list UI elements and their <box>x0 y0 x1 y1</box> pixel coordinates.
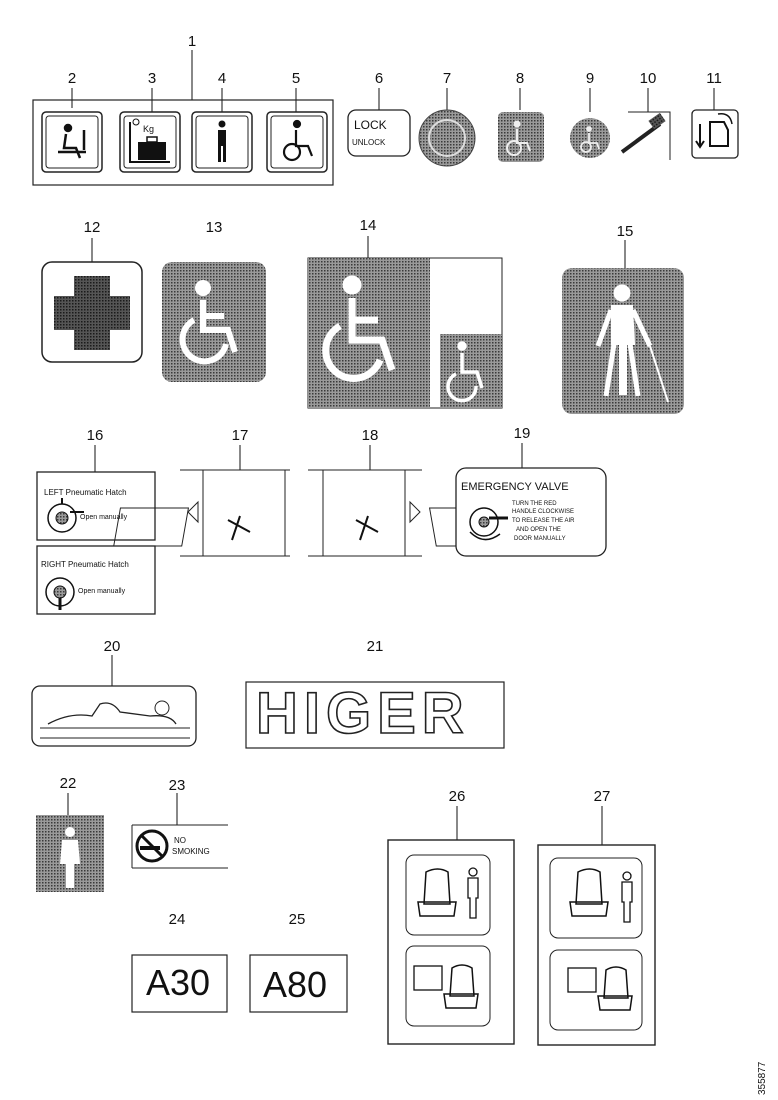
valve-instruction-1: TURN THE RED <box>512 501 557 507</box>
no-smoking-line-2: SMOKING <box>172 847 210 856</box>
left-open-manually: Open manually <box>80 514 128 521</box>
callout-24: 24 <box>168 911 186 928</box>
callout-6: 6 <box>374 70 384 87</box>
valve-instruction-3: TO RELEASE THE AIR <box>512 518 575 524</box>
sign-panel-1 <box>32 99 334 186</box>
no-smoking-line-1: NO <box>174 836 186 845</box>
pneumatic-hatch-signs <box>36 471 156 615</box>
round-emblem-sign <box>418 109 476 167</box>
callout-12: 12 <box>83 219 101 236</box>
callout-17: 17 <box>231 427 249 444</box>
emergency-hammer-sign-left <box>113 469 290 557</box>
callout-16: 16 <box>86 427 104 444</box>
emergency-valve-sign <box>455 467 607 557</box>
brand-badge <box>245 681 505 749</box>
callout-10: 10 <box>639 70 657 87</box>
wheelchair-large-sign <box>162 262 266 382</box>
callout-13: 13 <box>205 219 223 236</box>
callout-7: 7 <box>442 70 452 87</box>
lock-label: LOCK <box>354 118 387 132</box>
code-plates <box>131 954 348 1013</box>
callout-4: 4 <box>217 70 227 87</box>
callout-8: 8 <box>515 70 525 87</box>
sleeping-person-sign <box>31 685 197 747</box>
unlock-label: UNLOCK <box>352 138 386 147</box>
hammer-sign <box>620 111 671 160</box>
wheelchair-small-sign <box>498 112 544 162</box>
seated-person-icon <box>58 123 86 159</box>
code-plate-25: A80 <box>263 964 328 1005</box>
callout-11: 11 <box>706 70 722 87</box>
valve-instruction-4: AND OPEN THE <box>516 527 561 533</box>
callout-5: 5 <box>291 70 301 87</box>
callout-2: 2 <box>67 70 77 87</box>
callout-20: 20 <box>103 638 121 655</box>
callout-15: 15 <box>616 223 634 240</box>
callout-19: 19 <box>513 425 531 442</box>
callout-14: 14 <box>359 217 377 234</box>
drawing-id: 355877 <box>757 1061 768 1095</box>
valve-instruction-2: HANDLE CLOCKWISE <box>512 509 575 515</box>
callout-25: 25 <box>288 911 306 928</box>
code-plate-24: A30 <box>146 962 211 1003</box>
first-aid-cross-sign <box>41 261 143 363</box>
callout-26: 26 <box>448 788 466 805</box>
wheelchair-round-sign <box>570 118 610 158</box>
callout-1: 1 <box>187 33 197 50</box>
callout-27: 27 <box>593 788 611 805</box>
luggage-icon <box>129 118 170 163</box>
right-hatch-label: RIGHT Pneumatic Hatch <box>41 560 129 569</box>
callout-21: 21 <box>366 638 384 655</box>
callout-3: 3 <box>147 70 157 87</box>
standing-person-icon <box>218 120 226 162</box>
wheelchair-icon <box>282 119 314 162</box>
seat-priority-sign-27 <box>537 844 656 1046</box>
wheelchair-double-sign <box>307 257 503 409</box>
callout-22: 22 <box>59 775 77 792</box>
callout-9: 9 <box>585 70 595 87</box>
lock-unlock-sign <box>347 109 411 157</box>
door-release-sign <box>691 109 739 159</box>
emergency-hammer-sign-right <box>308 469 499 557</box>
callout-23: 23 <box>168 777 186 794</box>
standing-person-dark-sign <box>36 815 104 892</box>
valve-instruction-5: DOOR MANUALLY <box>514 536 566 542</box>
callout-18: 18 <box>361 427 379 444</box>
emergency-valve-title: EMERGENCY VALVE <box>461 481 569 493</box>
seat-priority-sign-26 <box>387 839 515 1045</box>
luggage-kg-label: Kg <box>143 124 155 134</box>
no-smoking-sign <box>131 824 228 869</box>
brand-logo-text: HIGER <box>255 680 470 747</box>
blind-person-sign <box>562 268 684 414</box>
left-hatch-label: LEFT Pneumatic Hatch <box>44 488 127 497</box>
right-open-manually: Open manually <box>78 588 126 595</box>
